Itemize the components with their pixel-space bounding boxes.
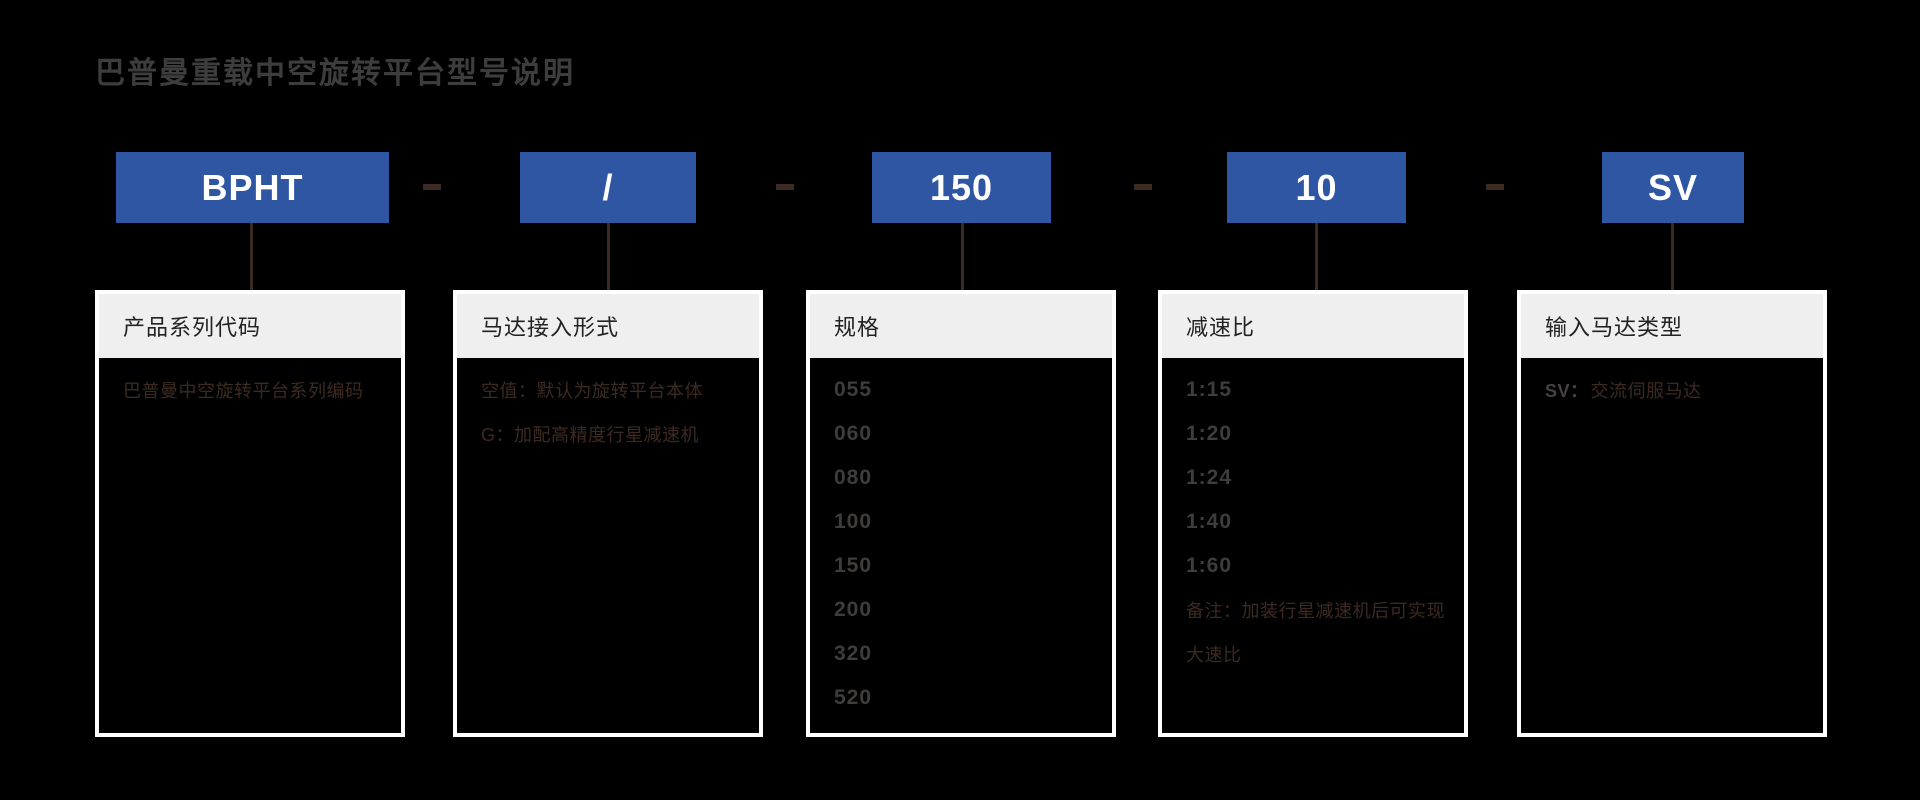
- panel-line: 1:20: [1186, 422, 1233, 445]
- page-title: 巴普曼重载中空旋转平台型号说明: [95, 57, 575, 90]
- panel-line: 空值：默认为旋转平台本体: [481, 381, 703, 401]
- code-segment-ratio: 10: [1227, 152, 1406, 223]
- connector-line: [250, 223, 253, 290]
- code-segment-motor-interface: /: [520, 152, 696, 223]
- code-segment-ratio-label: 10: [1295, 166, 1338, 208]
- code-segment-motor-type: SV: [1602, 152, 1744, 223]
- code-segment-series-label: BPHT: [201, 166, 304, 208]
- panel-line: 080: [834, 466, 873, 489]
- separator-dash: [1486, 184, 1504, 190]
- separator-dash: [1134, 184, 1152, 190]
- panel-motor-type: 输入马达类型 SV： 交流伺服马达: [1517, 290, 1827, 737]
- panel-line: 1:24: [1186, 466, 1233, 489]
- panel-motor-interface-body: 空值：默认为旋转平台本体 G：加配高精度行星减速机: [457, 358, 759, 456]
- panel-motor-interface: 马达接入形式 空值：默认为旋转平台本体 G：加配高精度行星减速机: [453, 290, 763, 737]
- panel-line: G：加配高精度行星减速机: [481, 425, 699, 445]
- code-segment-series: BPHT: [116, 152, 389, 223]
- code-segment-size-label: 150: [929, 166, 994, 208]
- separator-dash: [776, 184, 794, 190]
- motor-type-description: 交流伺服马达: [1590, 381, 1702, 401]
- panel-series-code: 产品系列代码 巴普曼中空旋转平台系列编码: [95, 290, 405, 737]
- panel-motor-type-header: 输入马达类型: [1521, 294, 1823, 358]
- panel-motor-interface-header: 马达接入形式: [457, 294, 759, 358]
- panel-line: 1:40: [1186, 510, 1233, 533]
- separator-dash: [423, 184, 441, 190]
- panel-size: 规格 055 060 080 100 150 200 320 520: [806, 290, 1116, 737]
- connector-line: [961, 223, 964, 290]
- connector-line: [607, 223, 610, 290]
- panel-line: 060: [834, 422, 873, 445]
- panel-series-code-header: 产品系列代码: [99, 294, 401, 358]
- panel-line: 巴普曼中空旋转平台系列编码: [123, 381, 364, 401]
- motor-type-code: SV：: [1545, 381, 1589, 401]
- connector-line: [1671, 223, 1674, 290]
- panel-line: 055: [834, 378, 873, 401]
- panel-line: 1:60: [1186, 554, 1233, 577]
- panel-size-body: 055 060 080 100 150 200 320 520: [810, 358, 1112, 720]
- panel-reduction-ratio-header: 减速比: [1162, 294, 1464, 358]
- panel-motor-type-body: SV： 交流伺服马达: [1521, 358, 1823, 412]
- panel-size-header: 规格: [810, 294, 1112, 358]
- panel-note-line: 备注：加装行星减速机后可实现: [1186, 601, 1445, 621]
- panel-line: SV： 交流伺服马达: [1545, 368, 1799, 412]
- code-segment-motor-type-label: SV: [1647, 166, 1699, 208]
- panel-note-line: 大速比: [1186, 645, 1242, 665]
- code-segment-motor-interface-label: /: [602, 166, 614, 208]
- panel-line: 520: [834, 686, 873, 709]
- panel-line: 200: [834, 598, 873, 621]
- panel-reduction-ratio: 减速比 1:15 1:20 1:24 1:40 1:60 备注：加装行星减速机后…: [1158, 290, 1468, 737]
- panel-line: 1:15: [1186, 378, 1233, 401]
- code-segment-size: 150: [872, 152, 1051, 223]
- connector-line: [1315, 223, 1318, 290]
- panel-series-code-body: 巴普曼中空旋转平台系列编码: [99, 358, 401, 412]
- panel-line: 320: [834, 642, 873, 665]
- panel-line: 150: [834, 554, 873, 577]
- panel-line: 100: [834, 510, 873, 533]
- panel-reduction-ratio-body: 1:15 1:20 1:24 1:40 1:60 备注：加装行星减速机后可实现 …: [1162, 358, 1464, 676]
